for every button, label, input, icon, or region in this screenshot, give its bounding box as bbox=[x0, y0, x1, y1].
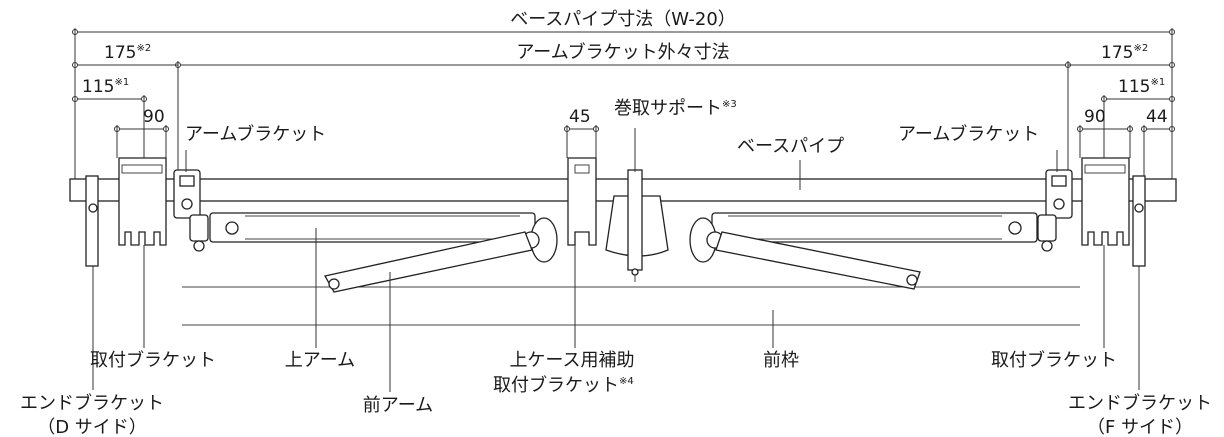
left-arm-bracket bbox=[173, 169, 209, 252]
dim-175-left: 175※2 bbox=[104, 43, 151, 63]
mount-bracket-label-right: 取付ブラケット bbox=[991, 349, 1117, 371]
winding-support-label: 巻取サポート※3 bbox=[614, 98, 737, 119]
dim-175-right: 175※2 bbox=[1101, 43, 1148, 63]
dimension-lines bbox=[72, 28, 1175, 180]
dim-115-left: 115※1 bbox=[82, 77, 129, 97]
base-pipe-dimension-label: ベースパイプ寸法（W-20） bbox=[510, 9, 736, 30]
right-mount-bracket bbox=[1081, 157, 1130, 246]
end-bracket-label-left: エンドブラケット bbox=[20, 392, 164, 414]
d-side-label: （D サイド） bbox=[37, 417, 147, 437]
base-pipe-label: ベースパイプ bbox=[737, 136, 844, 157]
arm-bracket-outer-dimension-label: アームブラケット外々寸法 bbox=[516, 41, 729, 63]
left-end-bracket bbox=[85, 175, 99, 267]
dim-45: 45 bbox=[569, 107, 591, 127]
f-side-label: （F サイド） bbox=[1087, 417, 1193, 437]
end-bracket-label-right: エンドブラケット bbox=[1068, 392, 1212, 414]
winding-support bbox=[605, 169, 669, 282]
dim-44: 44 bbox=[1146, 107, 1168, 127]
arm-bracket-label-right: アームブラケット bbox=[898, 123, 1039, 145]
upper-arm-label: 上アーム bbox=[285, 350, 355, 371]
right-front-arm bbox=[715, 231, 921, 290]
upper-case-aux-bracket bbox=[567, 157, 597, 246]
dim-90-right: 90 bbox=[1084, 107, 1106, 127]
upper-case-bracket-label-2: 取付ブラケット※4 bbox=[493, 374, 634, 396]
dim-90-left: 90 bbox=[143, 107, 165, 127]
front-frame bbox=[182, 286, 1080, 326]
upper-case-bracket-label-1: 上ケース用補助 bbox=[509, 350, 634, 371]
left-front-arm bbox=[324, 231, 533, 293]
arm-bracket-label-left: アームブラケット bbox=[185, 123, 326, 145]
right-arm-bracket bbox=[1037, 169, 1073, 252]
dimension-labels: ベースパイプ寸法（W-20） アームブラケット外々寸法 175※2 175※2 … bbox=[82, 9, 1168, 127]
front-arm-label: 前アーム bbox=[363, 395, 433, 416]
right-end-bracket bbox=[1132, 175, 1146, 267]
dim-115-right: 115※1 bbox=[1118, 77, 1165, 97]
leader-lines bbox=[92, 128, 1140, 392]
front-frame-label: 前枠 bbox=[763, 350, 799, 371]
left-upper-arm bbox=[209, 212, 558, 263]
part-labels: アームブラケット アームブラケット 巻取サポート※3 ベースパイプ 取付ブラケッ… bbox=[20, 98, 1212, 437]
mount-bracket-label-left: 取付ブラケット bbox=[90, 349, 216, 371]
left-mount-bracket bbox=[118, 157, 167, 246]
right-upper-arm bbox=[689, 212, 1038, 263]
